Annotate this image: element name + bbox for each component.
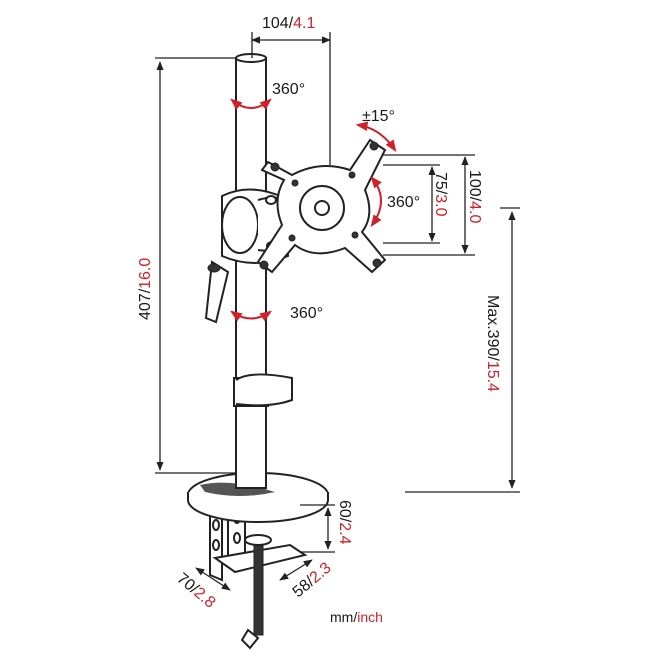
rotation-arrow-plate (370, 176, 382, 227)
label-vesa-large: 100/4.0 (466, 170, 483, 223)
rotation-arrow-lower (230, 310, 272, 322)
label-clamp-width: 58/2.3 (290, 559, 335, 601)
label-rotation-plate: 360° (387, 194, 420, 211)
vesa-plate (256, 138, 387, 274)
label-units: mm/inch (330, 609, 383, 625)
tilt-arrow (355, 121, 397, 152)
rotation-arrow-top (230, 98, 272, 110)
label-rotation-lower: 360° (290, 305, 323, 322)
pole (235, 57, 267, 489)
label-vesa-small: 75/3.0 (432, 172, 449, 217)
pole-collar (233, 373, 293, 407)
label-max-height: Max.390/15.4 (484, 295, 501, 392)
desk-base (187, 472, 329, 523)
desk-clamp (209, 503, 308, 650)
label-arm-offset: 104/4.1 (262, 15, 315, 32)
dimension-lines (155, 32, 520, 591)
label-pole-height: 407/16.0 (137, 258, 154, 320)
label-tilt: ±15° (362, 108, 395, 125)
label-clamp-thickness: 60/2.4 (336, 500, 353, 545)
label-rotation-top: 360° (272, 81, 305, 98)
